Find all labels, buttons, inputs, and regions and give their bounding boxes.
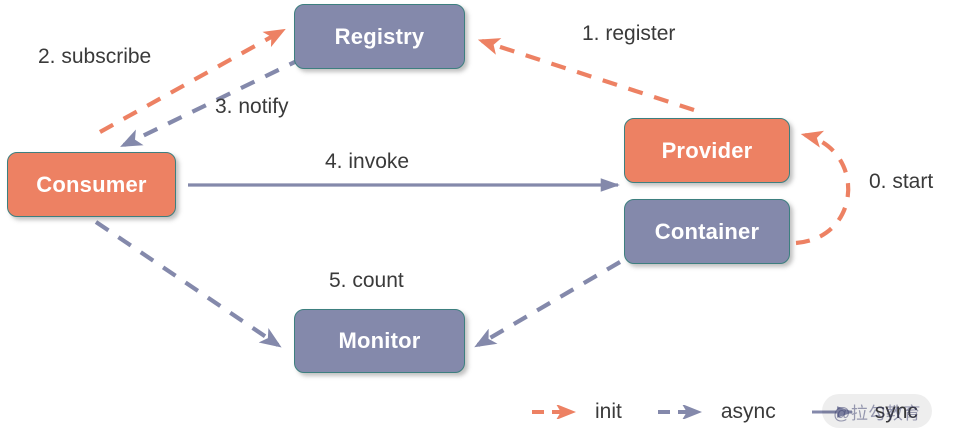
node-consumer-label: Consumer <box>36 171 147 197</box>
node-monitor[interactable]: Monitor <box>294 309 465 373</box>
edge-label-invoke: 4. invoke <box>325 150 410 173</box>
legend-item-init: init <box>530 400 622 424</box>
legend-init-dashed-arrow-icon <box>532 405 576 419</box>
node-provider-label: Provider <box>661 137 753 163</box>
legend-sync-label: sync <box>874 400 918 423</box>
node-registry[interactable]: Registry <box>294 4 465 69</box>
edge-count-line <box>94 220 282 348</box>
edge-label-subscribe: 2. subscribe <box>38 45 152 68</box>
node-consumer[interactable]: Consumer <box>7 152 176 217</box>
edge-subscribe-line <box>98 28 286 134</box>
legend-item-sync: sync <box>810 400 918 424</box>
edge-register-line <box>477 38 695 112</box>
node-container-label: Container <box>654 218 760 244</box>
legend: init async syn <box>530 392 918 432</box>
legend-sync-solid-arrow-icon <box>811 406 854 418</box>
edge-container-to-monitor-line <box>474 260 622 348</box>
edge-label-count: 5. count <box>329 269 404 292</box>
edge-label-start: 0. start <box>869 170 934 193</box>
node-registry-label: Registry <box>334 23 425 49</box>
node-monitor-label: Monitor <box>338 328 421 353</box>
edge-start-line <box>795 130 851 246</box>
legend-async-label: async <box>720 400 776 423</box>
edge-label-notify: 3. notify <box>215 95 289 118</box>
edge-label-register: 1. register <box>582 22 676 45</box>
edge-notify-line <box>120 56 304 147</box>
node-container[interactable]: Container <box>624 199 790 264</box>
node-provider[interactable]: Provider <box>624 118 790 183</box>
legend-async-dashed-arrow-icon <box>657 405 702 419</box>
legend-item-async: async <box>656 400 776 424</box>
legend-init-label: init <box>595 400 622 423</box>
